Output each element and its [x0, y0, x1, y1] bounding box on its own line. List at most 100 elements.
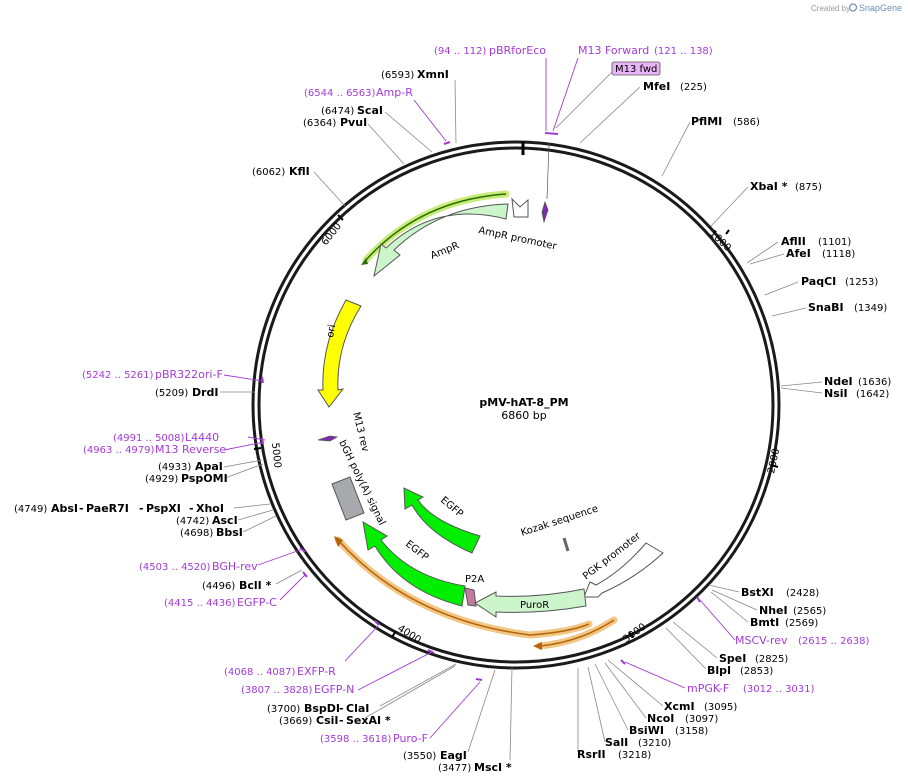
primer-name-puro-f[interactable]: Puro-F [393, 732, 428, 745]
site-name-nhei[interactable]: NheI [759, 604, 788, 617]
site-pos-aflii: (1101) [818, 237, 851, 248]
site-name-bbsi[interactable]: BbsI [216, 526, 243, 539]
egfp-label-2: EGFP [403, 539, 430, 564]
leader-nhei [711, 589, 758, 611]
bgh-polya-block[interactable] [331, 476, 365, 521]
site-name-apai[interactable]: ApaI [195, 460, 223, 473]
site-name-rsrii[interactable]: RsrII [577, 748, 606, 761]
primer-name-pbr322ori-f[interactable]: pBR322ori-F [155, 368, 223, 381]
primer-pos-bgh-rev: (4503 .. 4520) [139, 562, 211, 573]
plasmid-length: 6860 bp [501, 409, 546, 422]
kozak-marker[interactable] [562, 537, 570, 552]
site-name-xcmi[interactable]: XcmI [664, 700, 695, 713]
site-name-kfli[interactable]: KflI [289, 165, 310, 178]
primer-name-mscv-rev[interactable]: MSCV-rev [735, 634, 788, 647]
tick-3000 [628, 631, 634, 638]
site-name-scai[interactable]: ScaI [357, 104, 383, 117]
site-name-sexai[interactable]: SexAI * [346, 714, 391, 727]
leader-bstxi [708, 584, 740, 593]
leader-bgh-rev [257, 549, 301, 566]
site-name-ndei[interactable]: NdeI [824, 375, 853, 388]
leader-sali [587, 666, 606, 743]
site-name-xmni[interactable]: XmnI [417, 68, 449, 81]
site-name-blpi[interactable]: BlpI [707, 664, 731, 677]
site-pos-xmni: (6593) [381, 70, 414, 81]
site-name-xbai[interactable]: XbaI * [750, 180, 788, 193]
site-name-clai[interactable]: ClaI [346, 702, 369, 715]
site-pos-xcmi: (3095) [704, 702, 737, 713]
site-name-nsii[interactable]: NsiI [824, 387, 848, 400]
site-name-aflii[interactable]: AflII [781, 235, 806, 248]
site-pos-blpi: (2853) [740, 666, 773, 677]
backbone-inner [257, 146, 775, 664]
site-name-ncoi[interactable]: NcoI [647, 712, 674, 725]
site-name-bmti[interactable]: BmtI [750, 616, 779, 629]
m13rev-marker[interactable] [317, 435, 339, 442]
leader-egfp-n [357, 651, 433, 691]
site-name-pvui[interactable]: PvuI [340, 116, 367, 129]
ampr-promoter-arrow[interactable] [511, 197, 529, 218]
site-name-pflmi[interactable]: PflMI [691, 115, 722, 128]
primer-name-m13forward[interactable]: M13 Forward [578, 44, 649, 57]
credit-prefix: Created by [811, 4, 850, 13]
site-name-mfei[interactable]: MfeI [643, 80, 670, 93]
primer-name-ampr[interactable]: Amp-R [376, 86, 413, 99]
site-name-paer7i[interactable]: PaeR7I [86, 502, 129, 515]
primer-name-m13reverse[interactable]: M13 Reverse [155, 443, 226, 456]
site-name-eagi[interactable]: EagI [440, 749, 467, 762]
separator-dashes: - - - - - [79, 502, 344, 727]
primer-name-egfp-n[interactable]: EGFP-N [314, 683, 354, 696]
primer-name-pbrforeco[interactable]: pBRforEco [489, 44, 546, 57]
site-name-csii[interactable]: CsiI [316, 714, 338, 727]
primer-name-mpgk-f[interactable]: mPGK-F [687, 682, 729, 695]
site-name-msci[interactable]: MscI * [474, 761, 512, 774]
site-name-spei[interactable]: SpeI [719, 652, 746, 665]
site-pos-pvui: (6364) [303, 118, 336, 129]
leader-csii [364, 665, 456, 719]
site-name-pspomi[interactable]: PspOMI [181, 472, 228, 485]
leader-ndei [780, 381, 823, 387]
dash-pspxi: - [139, 502, 144, 515]
primer-pos-mpgk-f: (3012 .. 3031) [743, 684, 815, 695]
primer-name-l4440[interactable]: L4440 [185, 431, 219, 444]
site-name-paqci[interactable]: PaqCI [801, 275, 836, 288]
p2a-block[interactable] [464, 587, 477, 607]
leader-pspomi [224, 463, 264, 479]
m13fwd-marker[interactable] [541, 200, 549, 224]
dash-clai: - [339, 702, 344, 715]
p2a-label: P2A [465, 574, 484, 585]
puror-arrow[interactable] [474, 588, 587, 618]
ampr-arrow[interactable] [373, 203, 509, 278]
egfp-arrow-1[interactable] [403, 487, 481, 554]
site-name-xhoi[interactable]: XhoI [196, 502, 224, 515]
dash-paer7i: - [79, 502, 84, 515]
site-name-bstxi[interactable]: BstXI [741, 586, 774, 599]
site-pos-bbsi: (4698) [180, 528, 213, 539]
egfp-arrow-2[interactable] [362, 521, 466, 607]
m13rev-label: M13 rev [350, 411, 370, 453]
site-name-sali[interactable]: SalI [605, 736, 628, 749]
site-pos-nhei: (2565) [793, 606, 826, 617]
primer-name-exfp-r[interactable]: EXFP-R [297, 665, 336, 678]
site-name-bcli[interactable]: BclI * [239, 579, 272, 592]
primer-name-egfp-c[interactable]: EGFP-C [237, 596, 277, 609]
site-name-drdi[interactable]: DrdI [192, 386, 219, 399]
leader-m13forward [552, 57, 579, 132]
pgk-promoter-arrow[interactable] [583, 542, 664, 598]
mark-exfp-r [374, 620, 380, 626]
primer-name-bgh-rev[interactable]: BGH-rev [212, 560, 258, 573]
site-name-afei[interactable]: AfeI [786, 247, 811, 260]
ori-arrow[interactable] [317, 299, 362, 408]
site-name-asci[interactable]: AscI [212, 514, 238, 527]
site-name-snabi[interactable]: SnaBI [808, 301, 844, 314]
primer-marks [261, 132, 701, 681]
site-name-pspxi[interactable]: PspXI [146, 502, 181, 515]
site-pos-ncoi: (3097) [685, 714, 718, 725]
site-pos-scai: (6474) [321, 106, 354, 117]
tick-label-4000: 4000 [395, 623, 422, 646]
site-name-absi[interactable]: AbsI [51, 502, 78, 515]
site-name-bsiwi[interactable]: BsiWI [629, 724, 664, 737]
site-name-bspdi[interactable]: BspDI [304, 702, 340, 715]
leader-bspdi [379, 663, 457, 707]
m13fwd-box[interactable] [611, 61, 661, 76]
